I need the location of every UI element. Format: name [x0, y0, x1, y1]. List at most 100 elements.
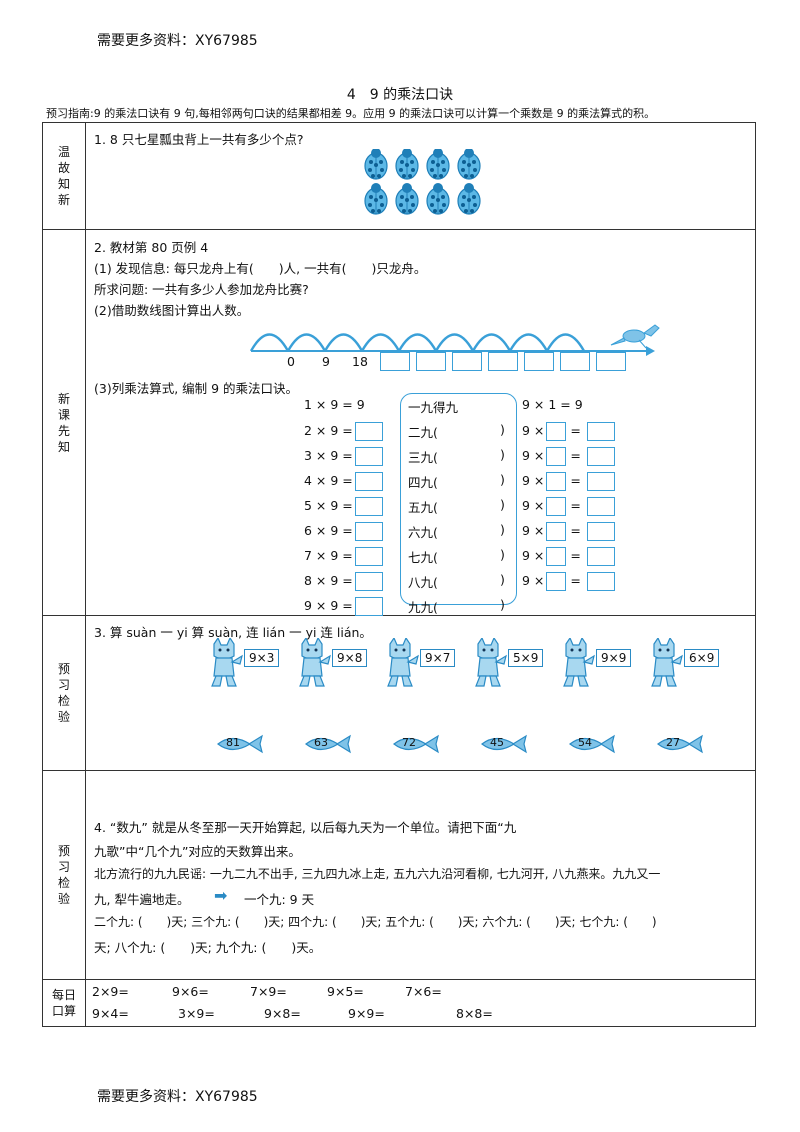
factor-box[interactable] [546, 422, 567, 441]
watermark-top: 需要更多资料：XY67985 [97, 33, 258, 49]
rhyme-line: 三九( [408, 450, 438, 465]
rhyme-close-paren: ) [500, 572, 505, 587]
factor-box[interactable] [546, 572, 567, 591]
jump-arc [508, 333, 549, 352]
daily-problem: 9×4= [92, 1006, 129, 1021]
question-3-title: 3. 算 suàn 一 yi 算 suàn, 连 lián 一 yi 连 liá… [94, 625, 372, 640]
product-box[interactable] [354, 422, 383, 441]
rhyme-line: 一九得九 [408, 400, 459, 415]
product-box[interactable] [586, 572, 615, 591]
product-box[interactable] [354, 472, 383, 491]
product-box[interactable] [354, 447, 383, 466]
numline-answer-box[interactable] [452, 352, 482, 371]
question-4-line4: 九, 犁牛遍地走。 [94, 892, 190, 907]
rhyme-line: 二九( [408, 425, 438, 440]
question-2-part3: (3)列乘法算式, 编制 9 的乘法口诀。 [94, 381, 299, 396]
fish-icon[interactable] [216, 733, 264, 755]
numline-answer-box[interactable] [560, 352, 590, 371]
product-box[interactable] [354, 522, 383, 541]
equation-right: 9 × = [522, 497, 615, 516]
question-2-part1: (1) 发现信息: 每只龙舟上有( )人, 一共有( )只龙舟。 [94, 261, 427, 276]
rhyme-line: 七九( [408, 550, 438, 565]
fish-number: 81 [226, 736, 240, 749]
product-box[interactable] [586, 447, 615, 466]
fish-icon[interactable] [656, 733, 704, 755]
numline-answer-box[interactable] [596, 352, 626, 371]
product-box[interactable] [354, 597, 383, 616]
daily-problem: 7×6= [405, 984, 442, 999]
rhyme-line: 五九( [408, 500, 438, 515]
numline-answer-box[interactable] [488, 352, 518, 371]
factor-box[interactable] [546, 547, 567, 566]
equation-left: 8 × 9 = [304, 572, 383, 591]
expression-card[interactable]: 9×8 [332, 649, 368, 667]
cat-icon [211, 638, 243, 687]
section-label: 新课先知 [42, 229, 86, 616]
numline-answer-box[interactable] [416, 352, 446, 371]
rhyme-close-paren: ) [500, 472, 505, 487]
numline-answer-box[interactable] [380, 352, 410, 371]
factor-box[interactable] [546, 497, 567, 516]
product-box[interactable] [586, 547, 615, 566]
equation-left: 4 × 9 = [304, 472, 383, 491]
expression-card[interactable]: 9×3 [244, 649, 280, 667]
cat-icon [563, 638, 595, 687]
factor-box[interactable] [546, 522, 567, 541]
number-line [249, 324, 660, 356]
fish-icon[interactable] [480, 733, 528, 755]
rhyme-frame [400, 393, 517, 605]
fish-icon[interactable] [304, 733, 352, 755]
jump-arc [545, 333, 586, 352]
expression-card[interactable]: 9×9 [596, 649, 632, 667]
equation-right: 9 × = [522, 547, 615, 566]
question-1: 1. 8 只七星瓢虫背上一共有多少个点? [94, 132, 304, 147]
jump-arc [360, 333, 401, 352]
arrow-icon: ➡ [214, 886, 228, 905]
fish-icon[interactable] [568, 733, 616, 755]
fish-icon[interactable] [392, 733, 440, 755]
cat-icon [475, 638, 507, 687]
product-box[interactable] [586, 522, 615, 541]
equation-right: 9 × 1 = 9 [522, 397, 583, 412]
product-box[interactable] [586, 497, 615, 516]
expression-card[interactable]: 9×7 [420, 649, 456, 667]
product-box[interactable] [354, 497, 383, 516]
equation-left: 7 × 9 = [304, 547, 383, 566]
rhyme-line: 九九( [408, 600, 438, 615]
ladybugs-image [364, 149, 481, 215]
question-2-part2: (2)借助数线图计算出人数。 [94, 303, 250, 318]
question-4-blanks: 二个九: ( )天; 三个九: ( )天; 四个九: ( )天; 五个九: ( … [94, 915, 657, 929]
question-2-title: 2. 教材第 80 页例 4 [94, 240, 209, 255]
daily-problem: 9×9= [348, 1006, 385, 1021]
jump-arc [397, 333, 438, 352]
ladybug-icon [395, 149, 419, 180]
kangaroo-icon [610, 324, 660, 349]
factor-box[interactable] [546, 472, 567, 491]
product-box[interactable] [586, 422, 615, 441]
numline-answer-box[interactable] [524, 352, 554, 371]
jump-arc [249, 333, 290, 352]
ladybug-icon [395, 183, 419, 215]
watermark-bottom: 需要更多资料：XY67985 [97, 1089, 258, 1105]
daily-problem: 8×8= [456, 1006, 493, 1021]
product-box[interactable] [586, 472, 615, 491]
ladybug-icon [426, 183, 450, 215]
cat-icon [299, 638, 331, 687]
daily-problem: 3×9= [178, 1006, 215, 1021]
factor-box[interactable] [546, 447, 567, 466]
rhyme-line: 六九( [408, 525, 438, 540]
daily-problem: 2×9= [92, 984, 129, 999]
rhyme-line: 四九( [408, 475, 438, 490]
product-box[interactable] [354, 572, 383, 591]
expression-card[interactable]: 5×9 [508, 649, 544, 667]
rhyme-close-paren: ) [500, 422, 505, 437]
daily-problem: 9×8= [264, 1006, 301, 1021]
fish-number: 45 [490, 736, 504, 749]
product-box[interactable] [354, 547, 383, 566]
expression-card[interactable]: 6×9 [684, 649, 720, 667]
cat-icon [651, 638, 683, 687]
question-2-problem: 所求问题: 一共有多少人参加龙舟比赛? [94, 282, 309, 297]
question-4-example: 一个九: 9 天 [244, 892, 315, 907]
question-4-line1: 4. “数九” 就是从冬至那一天开始算起, 以后每九天为一个单位。请把下面“九 [94, 820, 517, 835]
fish-number: 54 [578, 736, 592, 749]
